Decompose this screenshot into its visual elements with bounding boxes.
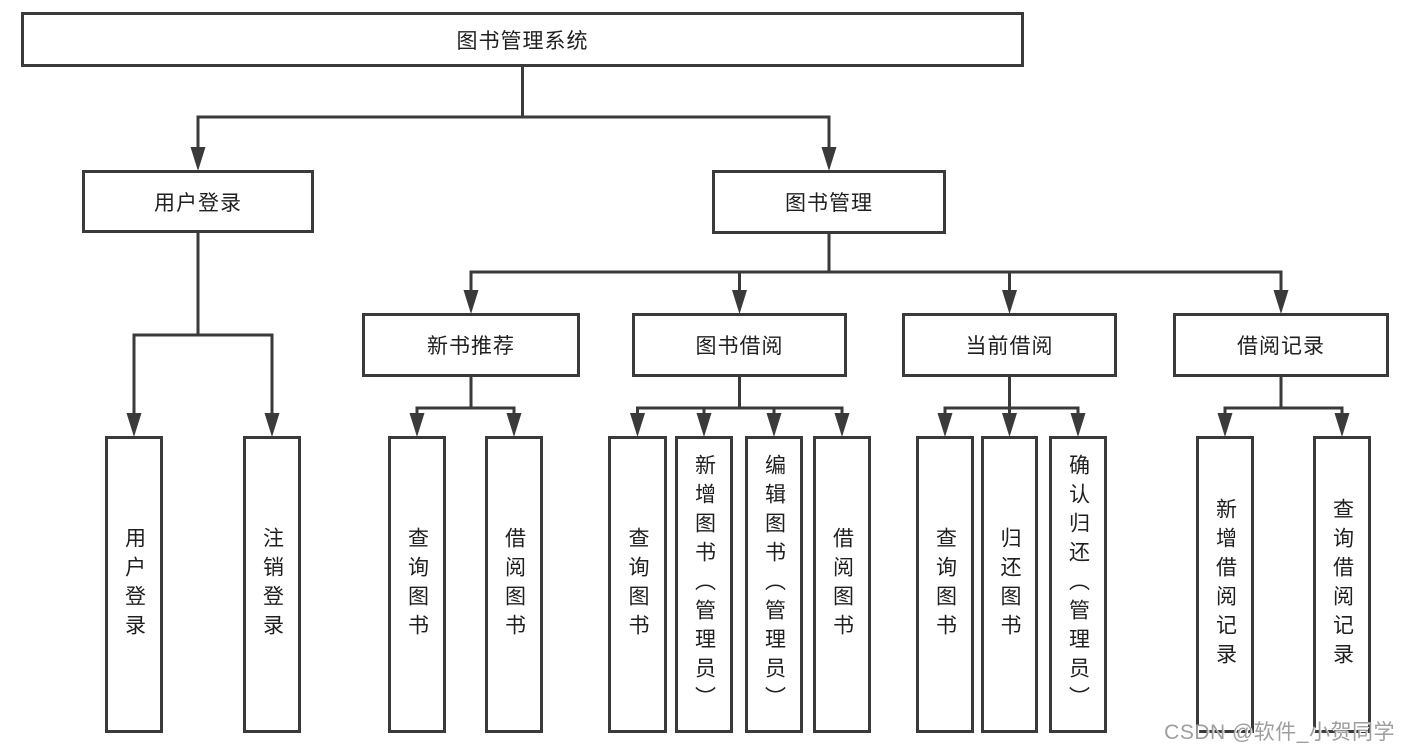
arrow-down-icon (696, 413, 712, 437)
node-leaf-rec-borrow-book: 借阅图书 (485, 436, 543, 733)
node-label-leaf-cb-confirm-return: 确认归还（管理员） (1066, 454, 1090, 715)
node-leaf-logout: 注销登录 (243, 436, 301, 733)
node-label-root: 图书管理系统 (456, 29, 589, 53)
node-current-borrow: 当前借阅 (902, 313, 1117, 377)
arrow-down-icon (732, 290, 747, 314)
node-label-leaf-cb-query-book: 查询图书 (933, 526, 957, 643)
node-leaf-bb-borrow-book: 借阅图书 (813, 436, 871, 733)
arrow-down-icon (1217, 413, 1233, 437)
node-label-leaf-br-add-record: 新增借阅记录 (1213, 497, 1237, 672)
arrow-down-icon (834, 413, 850, 437)
arrow-down-icon (1002, 413, 1017, 437)
node-label-book-borrow: 图书借阅 (695, 335, 784, 358)
arrow-down-icon (630, 413, 645, 437)
node-label-current-borrow: 当前借阅 (965, 335, 1054, 358)
arrow-down-icon (1002, 290, 1017, 314)
node-user-login: 用户登录 (82, 170, 314, 233)
node-label-borrow-records: 借阅记录 (1237, 335, 1325, 358)
node-borrow-records: 借阅记录 (1173, 313, 1389, 377)
arrow-down-icon (506, 413, 522, 437)
node-leaf-user-login: 用户登录 (105, 436, 163, 733)
node-label-user-login: 用户登录 (154, 191, 242, 215)
node-label-leaf-br-query-record: 查询借阅记录 (1330, 497, 1354, 672)
arrow-down-icon (264, 413, 280, 437)
watermark-text: CSDN @软件_小贺同学 (1164, 721, 1395, 744)
arrow-down-icon (126, 413, 142, 437)
node-root: 图书管理系统 (21, 12, 1024, 67)
arrow-down-icon (1070, 413, 1086, 437)
arrow-down-icon (821, 147, 837, 171)
node-label-leaf-rec-borrow-book: 借阅图书 (502, 526, 526, 643)
node-leaf-bb-query-book: 查询图书 (608, 436, 667, 733)
node-label-leaf-user-login: 用户登录 (122, 526, 146, 643)
node-label-leaf-logout: 注销登录 (260, 526, 284, 643)
arrow-down-icon (409, 413, 425, 437)
node-leaf-br-add-record: 新增借阅记录 (1196, 436, 1254, 733)
node-leaf-cb-confirm-return: 确认归还（管理员） (1049, 436, 1107, 733)
node-label-new-book-rec: 新书推荐 (427, 335, 515, 358)
node-label-leaf-bb-query-book: 查询图书 (626, 526, 649, 643)
node-label-leaf-cb-return-book: 归还图书 (998, 526, 1021, 643)
node-leaf-br-query-record: 查询借阅记录 (1313, 436, 1371, 733)
node-label-leaf-bb-add-book: 新增图书（管理员） (692, 454, 716, 715)
node-leaf-rec-query-book: 查询图书 (388, 436, 446, 733)
arrow-down-icon (463, 290, 479, 314)
node-leaf-bb-add-book: 新增图书（管理员） (675, 436, 733, 733)
arrow-down-icon (1334, 413, 1350, 437)
node-label-leaf-bb-edit-book: 编辑图书（管理员） (762, 454, 786, 715)
node-leaf-cb-return-book: 归还图书 (981, 436, 1038, 733)
node-book-mgmt: 图书管理 (712, 170, 946, 234)
arrow-down-icon (766, 413, 782, 437)
arrow-down-icon (1273, 290, 1289, 314)
node-new-book-rec: 新书推荐 (362, 313, 580, 377)
arrow-down-icon (190, 147, 206, 171)
node-leaf-cb-query-book: 查询图书 (916, 436, 974, 733)
node-label-leaf-bb-borrow-book: 借阅图书 (830, 526, 854, 643)
node-book-borrow: 图书借阅 (632, 313, 847, 377)
node-label-leaf-rec-query-book: 查询图书 (405, 526, 429, 643)
node-leaf-bb-edit-book: 编辑图书（管理员） (745, 436, 803, 733)
node-label-book-mgmt: 图书管理 (785, 192, 873, 215)
arrow-down-icon (937, 413, 953, 437)
